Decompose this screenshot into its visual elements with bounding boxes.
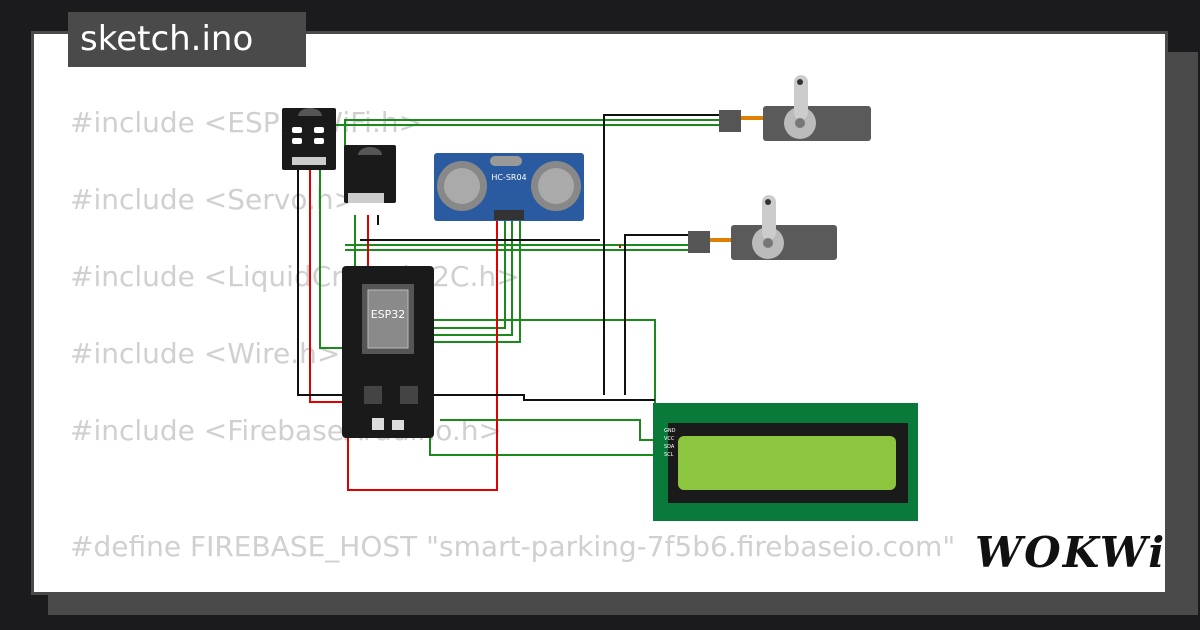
ir-sensor-1 [282,108,336,170]
code-line-7: #define FIREBASE_HOST "smart-parking-7f5… [70,530,956,563]
servo-2 [688,195,837,260]
wokwi-logo: WOKWi [975,528,1167,577]
esp32-label: ESP32 [371,308,406,321]
lcd-pin-sda: SDA [664,444,675,450]
code-line-2: #include <Servo.h> [70,183,358,216]
ir-sensor-2 [344,145,396,203]
lcd-pin-vcc: VCC [664,436,675,442]
lcd-display: GND VCC SDA SCL [653,403,918,521]
servo-1 [719,75,871,141]
lcd-pin-gnd: GND [664,428,676,434]
ultrasonic-sensor: HC-SR04 [434,153,584,221]
filename-tab: sketch.ino [68,12,306,67]
esp32-board: ESP32 [342,266,434,438]
sonar-label: HC-SR04 [491,173,526,182]
lcd-pin-scl: SCL [664,452,674,458]
code-line-4: #include <Wire.h> [70,337,341,370]
